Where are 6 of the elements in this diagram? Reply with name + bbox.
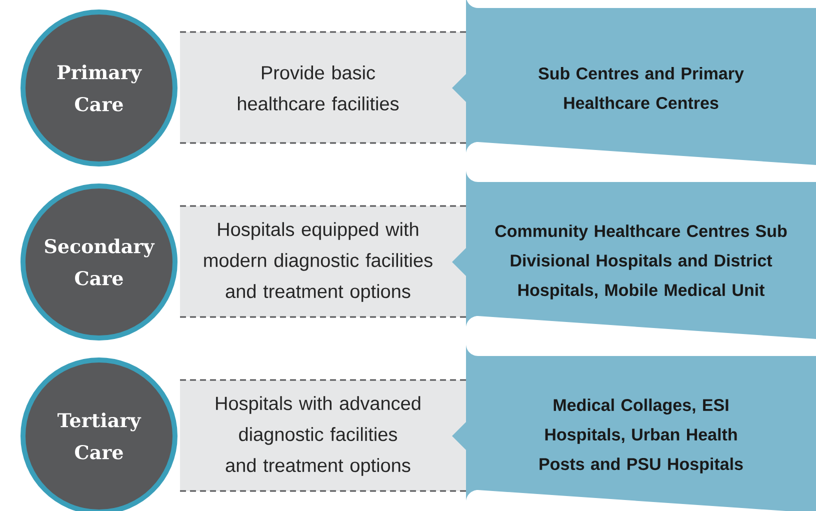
- facility-card: Community Healthcare Centres Sub Divisional Hospitals and District Hospitals, Mobile Medical Unit: [452, 170, 816, 340]
- text-band: Hospitals with advanced diagnostic facilities and treatment options: [179, 379, 467, 492]
- text-band: Provide basic healthcare facilities: [179, 31, 467, 144]
- facility-card: Medical Collages, ESI Hospitals, Urban Health Posts and PSU Hospitals: [452, 344, 816, 511]
- text-band: Hospitals equipped with modern diagnostic facilities and treatment options: [179, 205, 467, 318]
- facility-card: Sub Centres and Primary Healthcare Centres: [452, 0, 816, 166]
